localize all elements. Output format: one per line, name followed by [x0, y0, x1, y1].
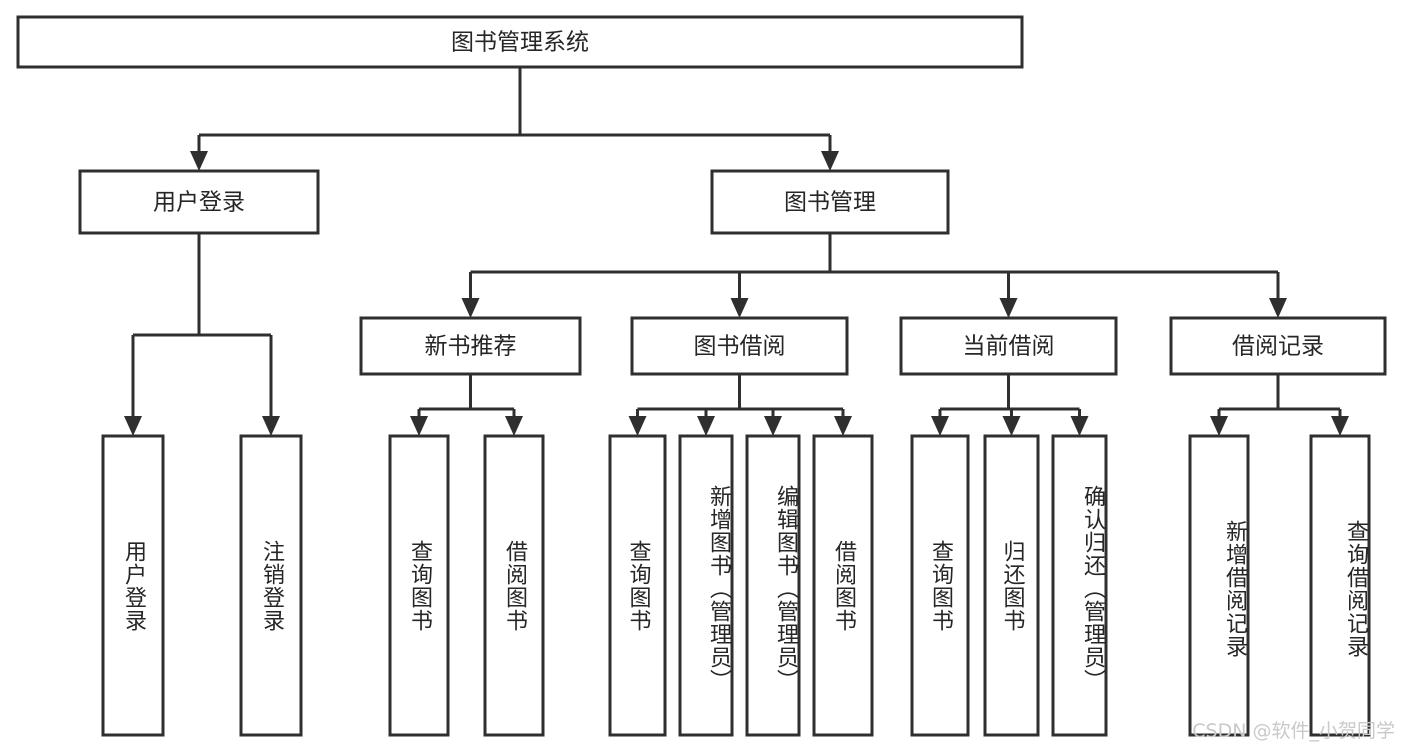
- arrow-head-icon: [1002, 416, 1021, 436]
- leaf-node-4-box: [608, 434, 667, 737]
- level2-node-0[interactable]: 用户登录: [78, 169, 320, 235]
- leaf-node-1[interactable]: 注销登录: [239, 434, 303, 737]
- leaf-node-9-label: 归还图书: [999, 539, 1025, 632]
- leaf-node-7[interactable]: 借阅图书: [812, 434, 874, 737]
- arrow-head-icon: [764, 416, 782, 436]
- level3-node-0-box: [359, 316, 582, 376]
- leaf-node-10-label: 确认归还（管理员）: [1080, 485, 1105, 692]
- leaf-node-7-box: [812, 434, 874, 737]
- level3-node-3-label: 借阅记录: [1232, 334, 1324, 360]
- leaf-node-8[interactable]: 查询图书: [910, 434, 970, 737]
- arrow-head-icon: [505, 416, 523, 436]
- root-node-图书管理系统[interactable]: 图书管理系统: [16, 15, 1024, 69]
- connectors-layer: [124, 67, 1349, 436]
- level2-node-0-label: 用户登录: [153, 190, 245, 216]
- root-node-图书管理系统-box: [16, 15, 1024, 69]
- nodes-layer: 图书管理系统用户登录图书管理新书推荐图书借阅当前借阅借阅记录用户登录注销登录查询…: [16, 15, 1387, 737]
- level2-node-1-box: [710, 169, 950, 235]
- arrow-head-icon: [410, 416, 428, 436]
- level3-node-2-label: 当前借阅: [963, 334, 1055, 360]
- level3-node-1-label: 图书借阅: [694, 334, 786, 360]
- leaf-node-10-box: [1051, 434, 1108, 737]
- leaf-node-5-label: 新增图书（管理员）: [706, 485, 731, 692]
- arrow-head-icon: [834, 416, 852, 436]
- leaf-node-6[interactable]: 编辑图书（管理员）: [745, 434, 801, 737]
- level3-node-3-box: [1169, 316, 1387, 376]
- leaf-node-12[interactable]: 查询借阅记录: [1309, 434, 1371, 737]
- leaf-node-1-box: [239, 434, 303, 737]
- level3-node-2[interactable]: 当前借阅: [899, 316, 1118, 376]
- arrow-head-icon: [1070, 416, 1089, 436]
- leaf-node-9-box: [983, 434, 1040, 737]
- arrow-head-icon: [628, 416, 647, 436]
- leaf-node-4-label: 查询图书: [625, 539, 651, 632]
- level3-node-2-box: [899, 316, 1118, 376]
- leaf-node-1-label: 注销登录: [258, 539, 284, 632]
- level3-node-0[interactable]: 新书推荐: [359, 316, 582, 376]
- leaf-node-0-label: 用户登录: [120, 539, 146, 632]
- leaf-node-11-label: 新增借阅记录: [1222, 519, 1247, 658]
- leaf-node-5[interactable]: 新增图书（管理员）: [678, 434, 734, 737]
- level2-node-1[interactable]: 图书管理: [710, 169, 950, 235]
- level2-node-1-label: 图书管理: [784, 190, 876, 216]
- level3-node-1[interactable]: 图书借阅: [630, 316, 849, 376]
- leaf-node-11[interactable]: 新增借阅记录: [1188, 434, 1250, 737]
- leaf-node-2-label: 查询图书: [406, 539, 432, 632]
- leaf-node-4[interactable]: 查询图书: [608, 434, 667, 737]
- leaf-node-6-label: 编辑图书（管理员）: [773, 485, 798, 692]
- arrow-head-icon: [999, 298, 1018, 318]
- leaf-node-7-label: 借阅图书: [830, 539, 856, 632]
- leaf-node-8-label: 查询图书: [927, 539, 953, 632]
- level3-node-3[interactable]: 借阅记录: [1169, 316, 1387, 376]
- arrow-head-icon: [124, 416, 142, 436]
- leaf-node-2-box: [388, 434, 450, 737]
- leaf-node-9[interactable]: 归还图书: [983, 434, 1040, 737]
- leaf-node-0-box: [101, 434, 165, 737]
- leaf-node-2[interactable]: 查询图书: [388, 434, 450, 737]
- arrow-head-icon: [697, 416, 715, 436]
- level3-node-1-box: [630, 316, 849, 376]
- arrow-head-icon: [190, 151, 208, 171]
- level2-node-0-box: [78, 169, 320, 235]
- leaf-node-5-box: [678, 434, 734, 737]
- arrow-head-icon: [821, 151, 839, 171]
- leaf-node-6-box: [745, 434, 801, 737]
- level3-node-0-label: 新书推荐: [425, 334, 517, 360]
- root-node-图书管理系统-label: 图书管理系统: [451, 30, 589, 56]
- leaf-node-3[interactable]: 借阅图书: [483, 434, 545, 737]
- leaf-node-12-box: [1309, 434, 1371, 737]
- arrow-head-icon: [730, 298, 749, 318]
- arrow-head-icon: [262, 416, 280, 436]
- leaf-node-3-box: [483, 434, 545, 737]
- leaf-node-0[interactable]: 用户登录: [101, 434, 165, 737]
- arrow-head-icon: [461, 298, 480, 318]
- leaf-node-8-box: [910, 434, 970, 737]
- csdn-watermark: CSDN @软件_小贺同学: [1192, 720, 1395, 742]
- leaf-node-10[interactable]: 确认归还（管理员）: [1051, 434, 1108, 737]
- leaf-node-3-label: 借阅图书: [501, 539, 527, 632]
- arrow-head-icon: [931, 416, 949, 436]
- arrow-head-icon: [1269, 298, 1287, 318]
- arrow-head-icon: [1331, 416, 1349, 436]
- leaf-node-11-box: [1188, 434, 1250, 737]
- leaf-node-12-label: 查询借阅记录: [1343, 519, 1368, 658]
- arrow-head-icon: [1210, 416, 1228, 436]
